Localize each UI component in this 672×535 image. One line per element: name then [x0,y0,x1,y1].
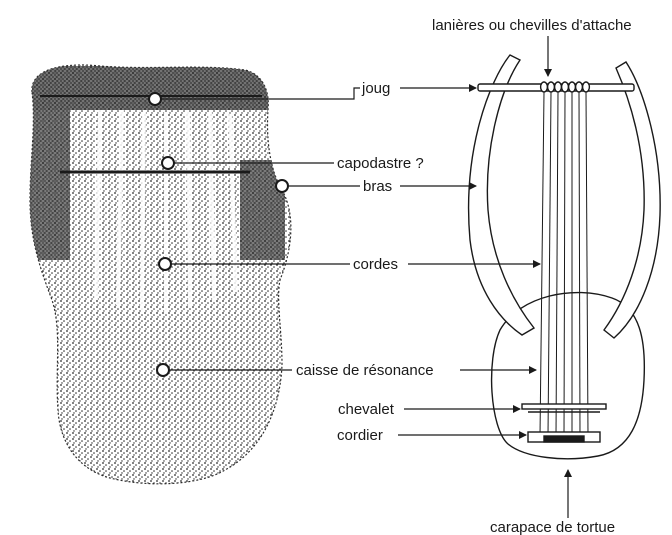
lyre-tuning-bindings [541,82,590,92]
stone-relief [30,65,291,484]
label-cordes: cordes [353,256,398,273]
label-chevalet: chevalet [338,401,395,418]
lyre-right-arm [604,62,660,338]
relief-marker-joug [149,93,161,105]
lyre-drawing [469,55,661,459]
relief-marker-capodastre [162,157,174,169]
label-carapace: carapace de tortue [490,519,615,535]
label-caisse: caisse de résonance [296,362,434,379]
relief-marker-caisse [157,364,169,376]
label-capodastre: capodastre ? [337,155,424,172]
lyre-bridge [522,404,606,409]
relief-marker-bras [276,180,288,192]
label-top: lanières ou chevilles d'attache [432,17,632,34]
relief-right-arm [240,160,285,260]
relief-marker-cordes [159,258,171,270]
label-cordier: cordier [337,427,383,444]
lyre-left-arm [469,55,534,335]
label-bras: bras [363,178,392,195]
lyre-tailpiece-knob [544,436,584,442]
relief-left-arm [30,110,70,260]
label-joug: joug [361,80,390,97]
